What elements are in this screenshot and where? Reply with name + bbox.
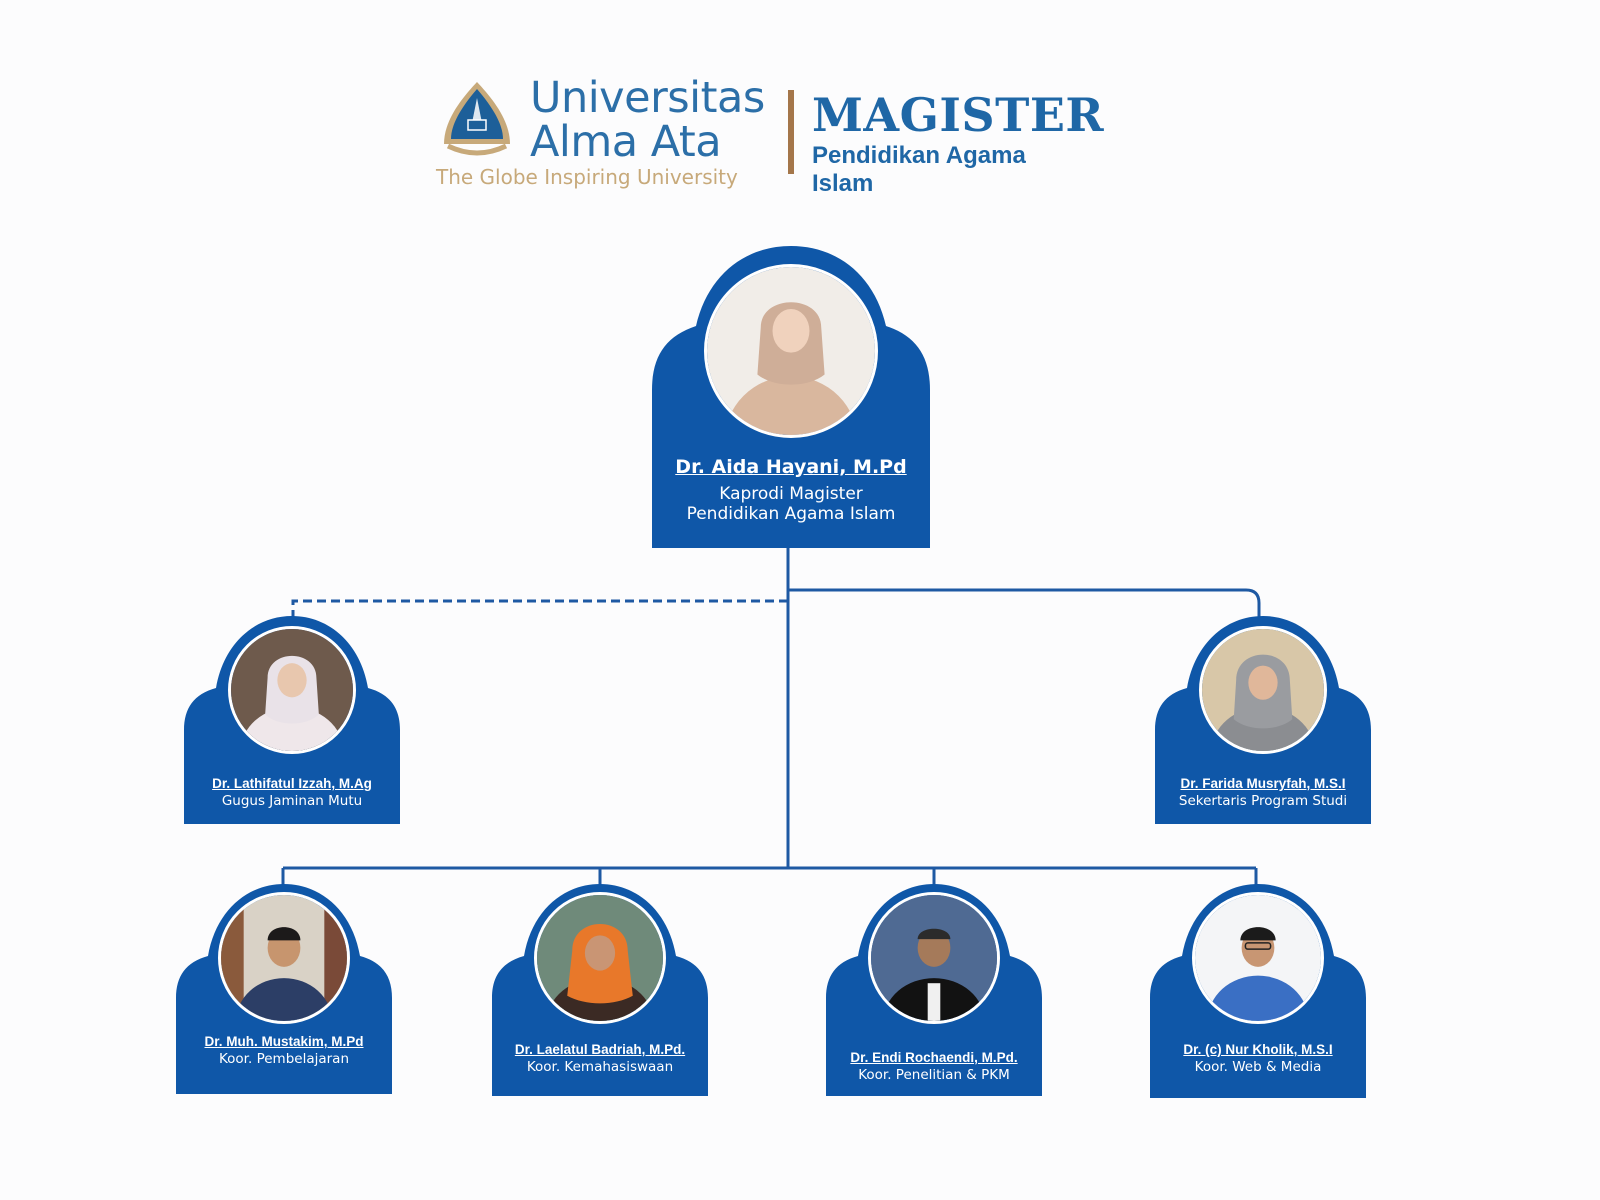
secretary-photo (1199, 626, 1327, 754)
university-name-line1: Universitas (530, 73, 765, 123)
university-name-line2: Alma Ata (530, 117, 722, 167)
secretary-role: Sekertaris Program Studi (1178, 793, 1348, 809)
secretary-text: Dr. Farida Musryfah, M.S.I Sekertaris Pr… (1155, 776, 1371, 809)
web-media-name[interactable]: Dr. (c) Nur Kholik, M.S.I (1183, 1042, 1333, 1057)
research-card: Dr. Endi Rochaendi, M.Pd. Koor. Peneliti… (826, 884, 1042, 1096)
quality-text: Dr. Lathifatul Izzah, M.Ag Gugus Jaminan… (184, 776, 400, 809)
person-portrait-icon (537, 895, 663, 1021)
head-photo (704, 264, 878, 438)
person-portrait-icon (231, 629, 353, 751)
web-media-text: Dr. (c) Nur Kholik, M.S.I Koor. Web & Me… (1150, 1042, 1366, 1075)
university-logo-icon (444, 82, 510, 156)
student-affairs-card: Dr. Laelatul Badriah, M.Pd. Koor. Kemaha… (492, 884, 708, 1096)
head-card: Dr. Aida Hayani, M.Pd Kaprodi Magister P… (652, 246, 930, 548)
quality-role: Gugus Jaminan Mutu (221, 793, 363, 809)
connector-quality-dashed (291, 599, 788, 617)
student-affairs-role: Koor. Kemahasiswaan (526, 1059, 674, 1075)
program-subtitle: Pendidikan Agama Islam (812, 142, 1026, 197)
secretary-name[interactable]: Dr. Farida Musryfah, M.S.I (1180, 776, 1346, 791)
student-affairs-name[interactable]: Dr. Laelatul Badriah, M.Pd. (514, 1042, 686, 1057)
secretary-card: Dr. Farida Musryfah, M.S.I Sekertaris Pr… (1155, 616, 1371, 824)
research-role: Koor. Penelitian & PKM (858, 1067, 1010, 1083)
head-role-line2: Pendidikan Agama Islam (686, 504, 896, 524)
student-affairs-text: Dr. Laelatul Badriah, M.Pd. Koor. Kemaha… (492, 1042, 708, 1075)
web-media-card: Dr. (c) Nur Kholik, M.S.I Koor. Web & Me… (1150, 884, 1366, 1098)
learning-card: Dr. Muh. Mustakim, M.Pd Koor. Pembelajar… (176, 884, 392, 1094)
university-name: Universitas Alma Ata (530, 76, 765, 164)
quality-photo (228, 626, 356, 754)
research-photo (868, 892, 1000, 1024)
research-text: Dr. Endi Rochaendi, M.Pd. Koor. Peneliti… (826, 1050, 1042, 1083)
program-title: MAGISTER (812, 88, 1105, 142)
learning-name[interactable]: Dr. Muh. Mustakim, M.Pd (204, 1034, 364, 1049)
research-name[interactable]: Dr. Endi Rochaendi, M.Pd. (850, 1050, 1018, 1065)
university-tagline: The Globe Inspiring University (436, 165, 738, 189)
learning-text: Dr. Muh. Mustakim, M.Pd Koor. Pembelajar… (176, 1034, 392, 1067)
head-name[interactable]: Dr. Aida Hayani, M.Pd (675, 456, 907, 478)
person-portrait-icon (707, 267, 875, 435)
head-role-line1: Kaprodi Magister (719, 484, 863, 504)
learning-photo (218, 892, 350, 1024)
header-divider (788, 90, 794, 174)
student-affairs-photo (534, 892, 666, 1024)
quality-card: Dr. Lathifatul Izzah, M.Ag Gugus Jaminan… (184, 616, 400, 824)
person-portrait-icon (221, 895, 347, 1021)
header: Universitas Alma Ata The Globe Inspiring… (430, 70, 1104, 200)
person-portrait-icon (1202, 629, 1324, 751)
person-portrait-icon (871, 895, 997, 1021)
head-text: Dr. Aida Hayani, M.Pd Kaprodi Magister P… (652, 456, 930, 524)
web-media-photo (1192, 892, 1324, 1024)
learning-role: Koor. Pembelajaran (218, 1051, 349, 1067)
connector-secretary (788, 588, 1261, 617)
quality-name[interactable]: Dr. Lathifatul Izzah, M.Ag (212, 776, 372, 791)
web-media-role: Koor. Web & Media (1194, 1059, 1322, 1075)
person-portrait-icon (1195, 895, 1321, 1021)
